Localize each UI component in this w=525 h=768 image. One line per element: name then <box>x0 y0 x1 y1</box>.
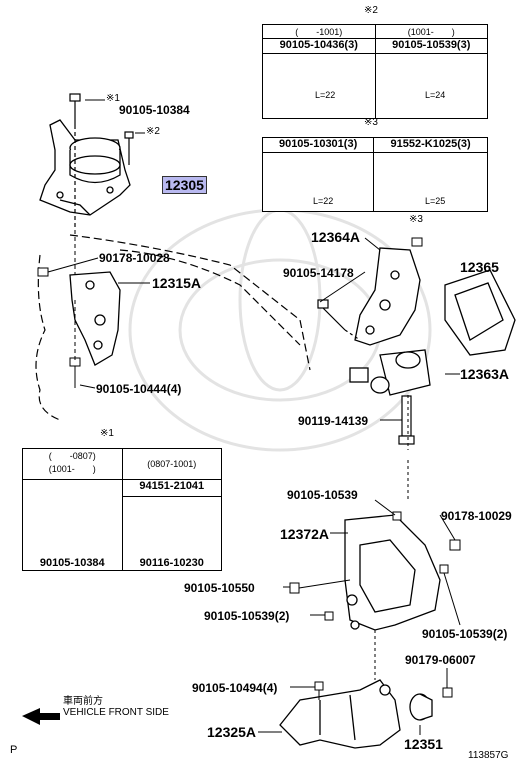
table2-part-right[interactable]: 90105-10539(3) <box>374 38 488 54</box>
label-90105-10539-2-left[interactable]: 90105-10539(2) <box>204 609 290 623</box>
note-mark-3: ※3 <box>364 117 378 128</box>
label-90119-14139[interactable]: 90119-14139 <box>298 414 369 428</box>
note-mark-2: ※2 <box>364 5 378 16</box>
note-3-right: ※3 <box>409 214 423 225</box>
table2-header-right: (1001- ) <box>374 24 488 39</box>
label-12364A[interactable]: 12364A <box>311 229 361 245</box>
label-90105-10539-2-right[interactable]: 90105-10539(2) <box>422 627 508 641</box>
label-12325A[interactable]: 12325A <box>207 724 257 740</box>
table3-length-right: L=25 <box>425 196 446 206</box>
table3-part-left[interactable]: 90105-10301(3) <box>261 137 375 153</box>
label-12363A[interactable]: 12363A <box>460 366 510 382</box>
bolt-90105-10384 <box>69 93 81 230</box>
label-12305[interactable]: 12305 <box>162 176 207 194</box>
table1-header-left: ( -0807) (1001- ) <box>22 448 123 480</box>
table3-length-left: L=22 <box>313 196 334 206</box>
table2-length-left: L=22 <box>315 90 336 100</box>
label-12315A[interactable]: 12315A <box>152 275 202 291</box>
table1-part-left[interactable]: 90105-10384 <box>39 557 105 569</box>
cover-12365 <box>444 269 516 356</box>
table2-part-left[interactable]: 90105-10436(3) <box>262 38 376 54</box>
engine-mount-12305 <box>39 119 131 216</box>
table1-right-cell: 90116-10230 <box>121 496 222 571</box>
label-90105-10539[interactable]: 90105-10539 <box>287 488 358 502</box>
label-90105-10494[interactable]: 90105-10494(4) <box>192 681 278 695</box>
bolt-90105-10539-b <box>324 611 334 621</box>
label-12372A[interactable]: 12372A <box>280 526 330 542</box>
highlight-12305[interactable]: 12305 <box>162 176 207 194</box>
bracket-12372A <box>344 514 441 631</box>
part-table-1: ( -0807) (1001- ) (0807-1001) 90105-1038… <box>22 448 222 571</box>
label-90178-10028[interactable]: 90178-10028 <box>99 251 170 265</box>
nut-90178-10029 <box>449 539 461 551</box>
table1-part-top-right[interactable]: 94151-21041 <box>121 478 222 498</box>
engine-outline <box>35 234 311 421</box>
mount-12363A <box>349 349 431 396</box>
table1-header-left-line1: ( -0807) <box>48 451 96 461</box>
front-label-en: VEHICLE FRONT SIDE <box>63 707 169 718</box>
table2-header-left: ( -1001) <box>262 24 376 39</box>
part-table-3: 90105-10301(3) 91552-K1025(3) <box>261 137 488 212</box>
bolt-90105-10539-c <box>439 564 449 574</box>
table1-part-right[interactable]: 90116-10230 <box>139 557 204 569</box>
nut-90178-10028 <box>37 267 49 277</box>
bracket-12364A <box>354 247 421 346</box>
bolt-90105-14178 <box>317 299 361 341</box>
part-table-2: ( -1001) (1001- ) 90105-10436(3) 90105-1… <box>262 24 488 119</box>
bolts-90105-10444 <box>69 357 81 388</box>
front-label-jp: 車両前方 <box>63 696 103 707</box>
figure-id: 113857G <box>468 750 509 761</box>
bolt-90105-10550 <box>289 579 351 594</box>
label-90105-14178[interactable]: 90105-14178 <box>283 266 354 280</box>
label-90105-10550[interactable]: 90105-10550 <box>184 581 255 595</box>
label-90105-10444[interactable]: 90105-10444(4) <box>96 382 182 396</box>
table2-length-right: L=24 <box>425 90 446 100</box>
label-90178-10029[interactable]: 90178-10029 <box>441 509 512 523</box>
corner-letter: P <box>10 744 18 756</box>
nut-90179-06007 <box>442 687 453 698</box>
note-2-top: ※2 <box>146 126 160 137</box>
label-12365[interactable]: 12365 <box>460 259 499 275</box>
note-1-top: ※1 <box>106 93 120 104</box>
stopper-12351 <box>409 693 433 721</box>
note-mark-1: ※1 <box>100 428 114 439</box>
table1-header-right: (0807-1001) <box>121 448 222 480</box>
table3-part-right[interactable]: 91552-K1025(3) <box>373 137 488 153</box>
label-90105-10384[interactable]: 90105-10384 <box>119 103 190 117</box>
bolt-top-right <box>124 131 134 165</box>
table1-left-cell: 90105-10384 <box>22 479 123 571</box>
bolt-90105-10494 <box>314 681 324 700</box>
bracket-12325A <box>279 679 401 749</box>
label-90179-06007[interactable]: 90179-06007 <box>405 653 476 667</box>
label-12351[interactable]: 12351 <box>404 736 443 752</box>
vehicle-front-arrow <box>22 708 60 725</box>
bracket-12315A <box>69 271 121 366</box>
bolt-90105-10539-a <box>392 511 402 521</box>
bolt-90119-14139 <box>398 395 415 445</box>
table1-header-left-line2: (1001- ) <box>48 464 96 474</box>
nut-right-top <box>411 237 423 247</box>
